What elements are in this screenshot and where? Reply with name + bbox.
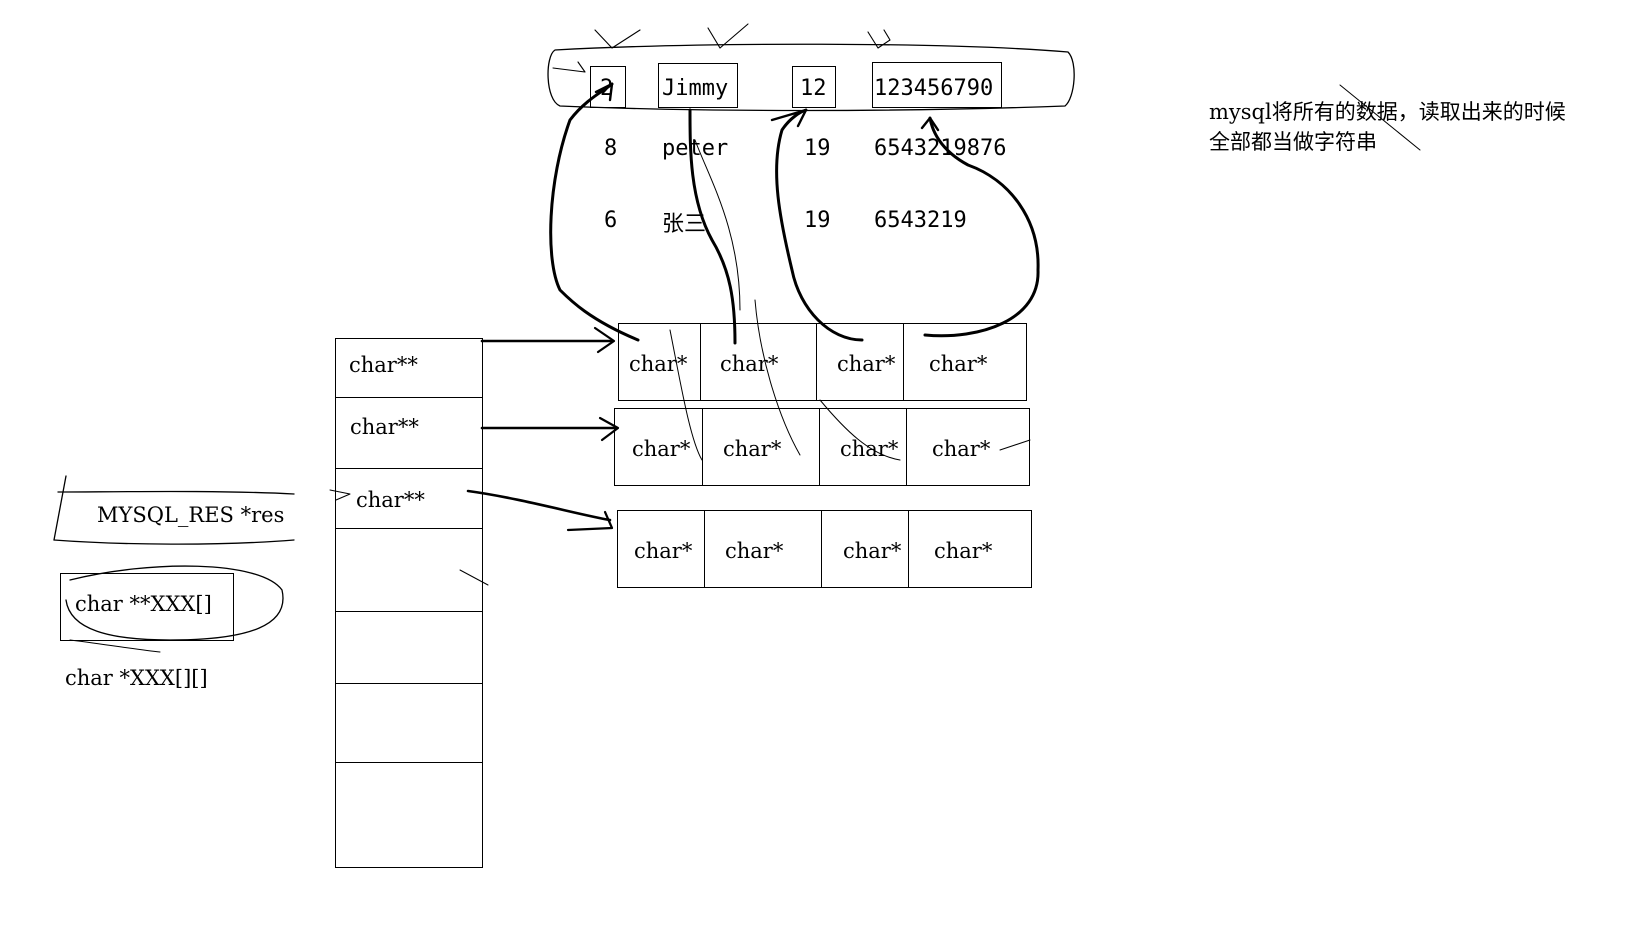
scribble: [459, 569, 489, 586]
record-3-id: 6: [604, 208, 618, 233]
record-1-name: Jimmy: [662, 76, 729, 101]
pointer-cell-label: char**: [349, 353, 418, 377]
scribble: [669, 329, 703, 461]
arrow-row3-head: [566, 510, 614, 532]
decl-label-2: char *XXX[][]: [65, 666, 208, 690]
scribble: [552, 61, 586, 73]
arrow-col3: [775, 108, 864, 342]
record-field-box: [792, 66, 836, 108]
note-line-2: 全部都当做字符串: [1209, 130, 1377, 154]
row-array-cell: char*: [932, 437, 991, 461]
row-array-cell: char*: [632, 437, 691, 461]
pointer-array-divider: [335, 611, 483, 612]
scribble: [867, 29, 891, 49]
decl-label-1: char **XXX[]: [75, 592, 212, 616]
row-array-cell: char*: [934, 539, 993, 563]
row-array-divider: [908, 510, 909, 588]
scribble: [999, 439, 1031, 451]
pointer-array-divider: [335, 528, 483, 529]
scribble: [329, 489, 351, 501]
row-array-1: [618, 323, 1027, 401]
row-array-cell: char*: [629, 352, 688, 376]
arrow-col4-head: [920, 116, 940, 132]
row-array-divider: [903, 323, 904, 401]
arrow-col1-head: [594, 82, 614, 102]
explanation-note: mysql将所有的数据，读取出来的时候 全部都当做字符串: [1209, 97, 1566, 157]
row-array-2: [614, 408, 1030, 486]
row-array-3: [617, 510, 1032, 588]
note-line-1: mysql将所有的数据，读取出来的时候: [1209, 100, 1566, 124]
row-array-divider: [821, 510, 822, 588]
row-array-divider: [700, 323, 701, 401]
scribble: [594, 29, 641, 49]
record-highlight-oval: [547, 43, 1075, 112]
row-array-cell: char*: [843, 539, 902, 563]
record-field-box: [658, 63, 738, 108]
row-array-cell: char*: [634, 539, 693, 563]
record-1-id: 2: [600, 76, 614, 101]
row-array-cell: char*: [840, 437, 899, 461]
scribble: [707, 23, 749, 49]
res-enclosure: [53, 475, 67, 541]
arrow-col1: [549, 82, 640, 342]
record-2-name: peter: [662, 136, 729, 161]
pointer-array-divider: [335, 397, 483, 398]
res-enclosure: [53, 539, 295, 545]
arrow-row2-head: [598, 416, 620, 442]
record-2-id: 8: [604, 136, 618, 161]
scribble: [694, 139, 741, 311]
record-1-phone: 123456790: [874, 76, 994, 101]
row-array-divider: [704, 510, 705, 588]
pointer-array: [335, 338, 483, 868]
row-array-cell: char*: [723, 437, 782, 461]
pointer-cell-label: char**: [356, 488, 425, 512]
arrow-row3: [466, 489, 612, 522]
pointer-array-divider: [335, 683, 483, 684]
record-field-box: [872, 62, 1002, 108]
scribble: [754, 299, 801, 456]
mysql-res-label: MYSQL_RES *res: [97, 503, 285, 527]
row-array-cell: char*: [720, 352, 779, 376]
scribble: [1339, 84, 1421, 151]
row-array-cell: char*: [725, 539, 784, 563]
record-2-age: 19: [804, 136, 831, 161]
row-array-cell: char*: [929, 352, 988, 376]
pointer-array-divider: [335, 468, 483, 469]
pointer-cell-label: char**: [350, 415, 419, 439]
row-array-divider: [906, 408, 907, 486]
record-3-age: 19: [804, 208, 831, 233]
pointer-array-divider: [335, 762, 483, 763]
record-2-phone: 6543219876: [874, 136, 1007, 161]
row-array-divider: [819, 408, 820, 486]
record-field-box: [590, 66, 626, 108]
row-array-divider: [816, 323, 817, 401]
arrow-col4: [923, 116, 1040, 338]
arrow-col2: [688, 108, 737, 345]
record-1-age: 12: [800, 76, 827, 101]
res-enclosure: [57, 490, 295, 495]
row-array-divider: [702, 408, 703, 486]
scribble: [819, 399, 901, 461]
scribble: [69, 639, 161, 653]
arrow-col3-head: [770, 108, 808, 128]
arrow-row1-head: [593, 326, 616, 354]
decl-oval: [65, 565, 284, 641]
record-3-phone: 6543219: [874, 208, 967, 233]
decl-box: [60, 573, 234, 641]
row-array-cell: char*: [837, 352, 896, 376]
record-3-name: 张三: [662, 212, 707, 237]
